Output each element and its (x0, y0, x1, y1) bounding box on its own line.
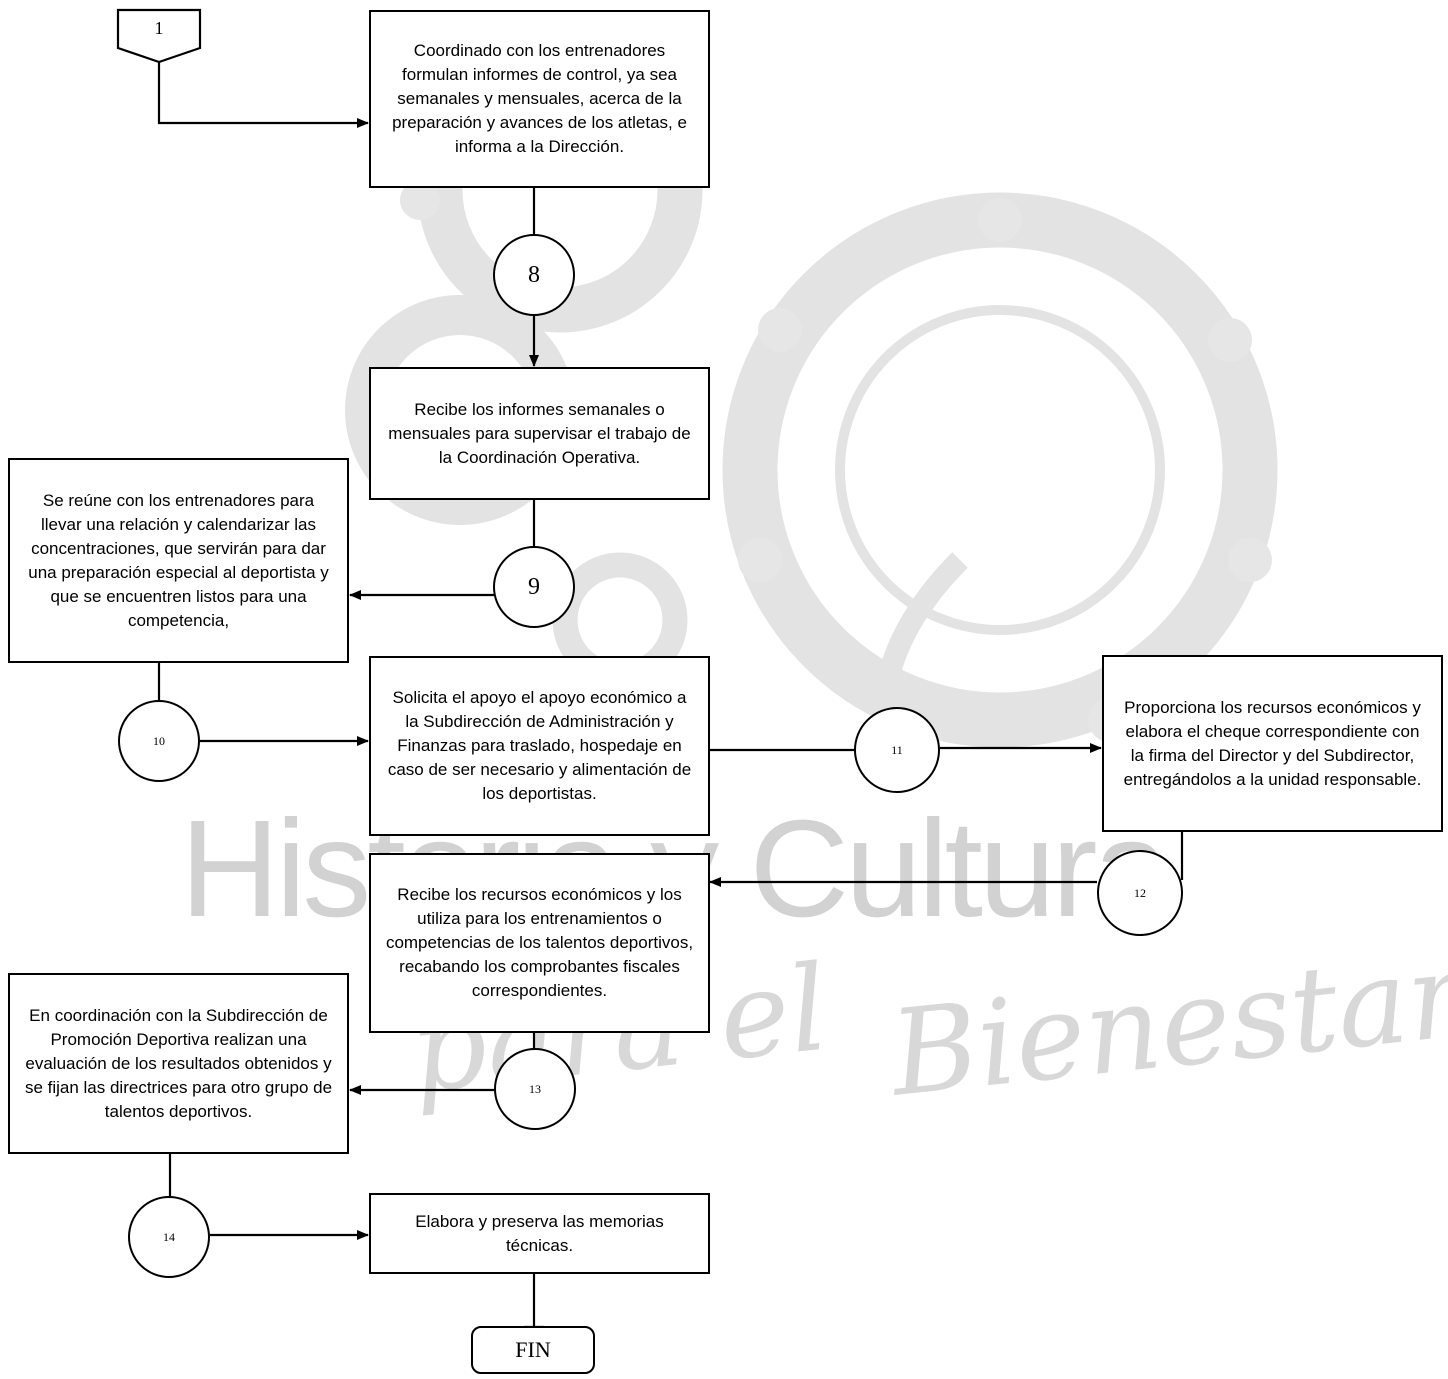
process-box-1: Coordinado con los entrenadores formulan… (369, 10, 710, 188)
end-terminator: FIN (471, 1326, 595, 1374)
process-box-7: En coordinación con la Subdirección de P… (8, 973, 349, 1154)
step-circle-12: 12 (1097, 850, 1183, 936)
step-circle-8: 8 (493, 234, 575, 316)
step-circle-14: 14 (128, 1196, 210, 1278)
offpage-connector-label: 1 (154, 18, 164, 38)
process-box-5: Proporciona los recursos económicos y el… (1102, 655, 1443, 832)
step-circle-11: 11 (854, 707, 940, 793)
process-box-4: Solicita el apoyo el apoyo económico a l… (369, 656, 710, 836)
step-circle-13: 13 (494, 1048, 576, 1130)
process-box-3: Se reúne con los entrenadores para lleva… (8, 458, 349, 663)
process-box-2: Recibe los informes semanales o mensuale… (369, 367, 710, 500)
arrow-1-to-box1 (157, 62, 369, 128)
process-box-8: Elabora y preserva las memorias técnicas… (369, 1193, 710, 1274)
step-circle-9: 9 (493, 546, 575, 628)
step-circle-10: 10 (118, 700, 200, 782)
process-box-6: Recibe los recursos económicos y los uti… (369, 853, 710, 1033)
offpage-connector-shape (116, 8, 202, 64)
